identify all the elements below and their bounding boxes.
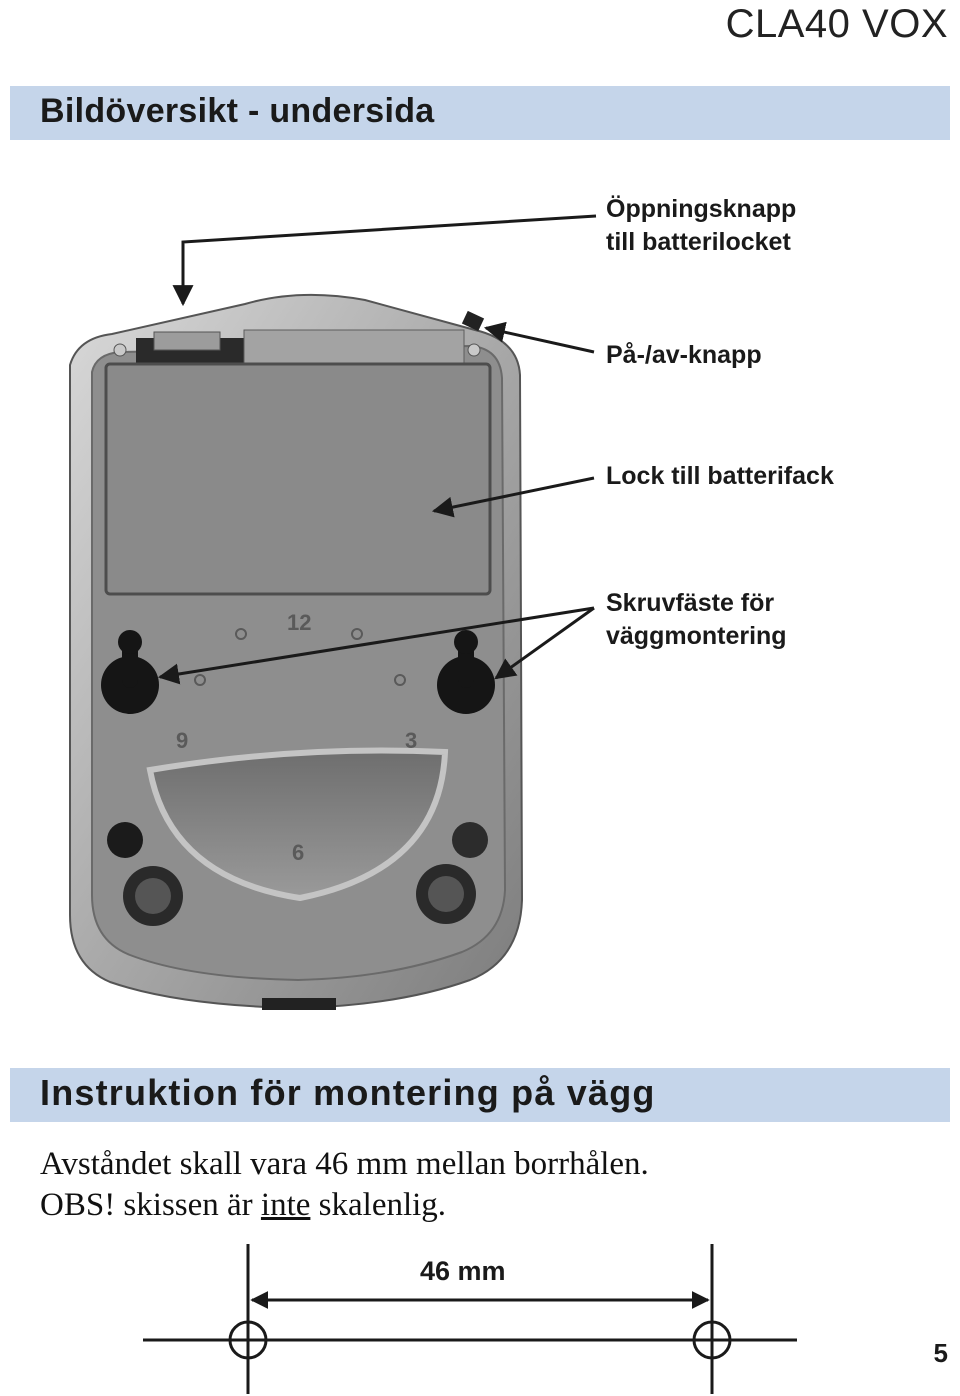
model-name: CLA40 VOX [725,2,948,46]
arrow-screw-left [157,606,595,685]
rubber-foot-left [123,866,183,926]
instruction-line-2: OBS! skissen är inte skalenlig. [40,1187,447,1223]
drill-hole-left [228,1320,268,1360]
dimension-label: 46 mm [420,1256,506,1286]
callout-battery-lid: Lock till batterifack [606,462,834,490]
dial-label-12: 12 [287,610,311,635]
callout-opening-button: Öppningsknapp till batterilocket [606,195,797,256]
battery-lid [104,362,492,596]
power-button [461,310,485,332]
screw-mount-right [437,630,495,714]
dial-label-3: 3 [405,728,417,753]
page-number: 5 [933,1338,948,1368]
callout-power-button: På-/av-knapp [606,341,762,369]
callout-screw-mount: Skruvfäste för väggmontering [606,589,787,650]
rubber-foot-right [416,864,476,924]
arrow-power-button [483,321,595,354]
mounting-instructions: Avståndet skall vara 46 mm mellan borrhå… [40,1144,649,1226]
arrow-screw-right [494,606,595,680]
section-title-overview: Bildöversikt - undersida [40,92,435,130]
screw-mount-left [101,630,159,714]
arrow-battery-lid [431,476,595,518]
section-header-overview: Bildöversikt - undersida [10,86,950,140]
dial-label-6: 6 [292,840,304,865]
arrow-opening-button [172,214,597,307]
drill-hole-right [692,1320,732,1360]
section-title-mounting: Instruktion för montering på vägg [40,1072,656,1113]
section-header-mounting: Instruktion för montering på vägg [10,1068,950,1122]
stand-recess [146,747,449,902]
dial-label-9: 9 [176,728,188,753]
instruction-line-1: Avståndet skall vara 46 mm mellan borrhå… [40,1146,649,1182]
